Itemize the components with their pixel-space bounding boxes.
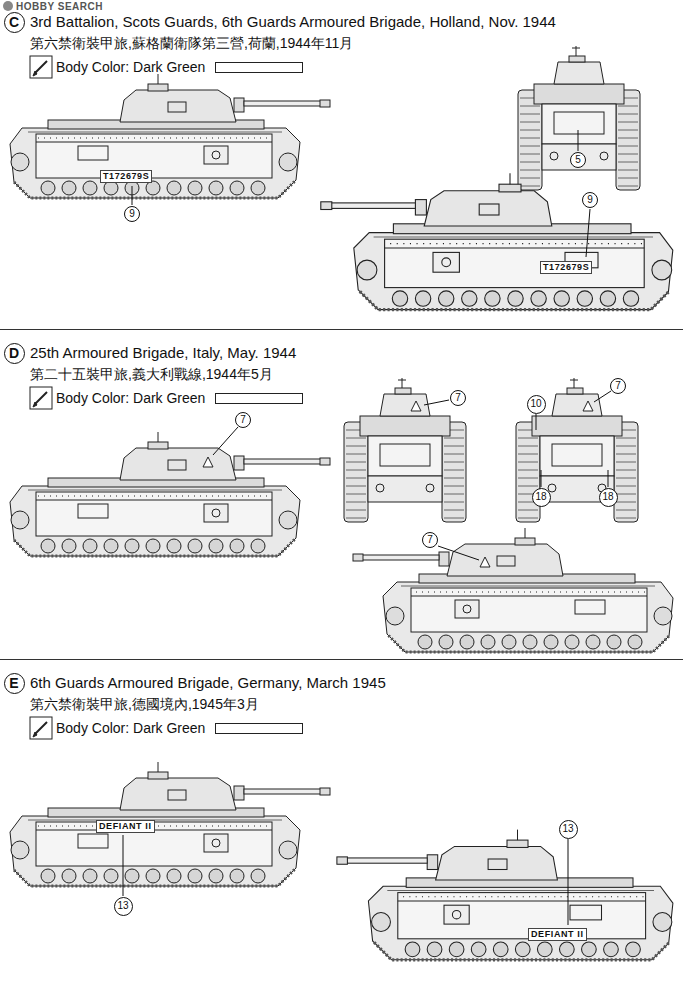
scheme-letter-text: E xyxy=(9,676,18,690)
leader-line xyxy=(536,414,537,430)
scheme-heading-chinese: 第六禁衛裝甲旅,蘇格蘭衛隊第三營,荷蘭,1944年11月 xyxy=(30,34,353,52)
legend-row: Body Color: Dark Green xyxy=(56,56,303,78)
leader-line xyxy=(578,130,579,151)
tank-rear-view xyxy=(344,378,466,522)
callout-number: 18 xyxy=(599,488,618,507)
tank-side-view xyxy=(10,432,330,556)
callout-text: 10 xyxy=(530,399,541,409)
callout-number: 5 xyxy=(570,152,586,168)
leader-lines xyxy=(123,130,611,925)
leader-line xyxy=(123,835,124,896)
callout-text: 5 xyxy=(575,155,581,165)
callout-text: 7 xyxy=(240,415,246,425)
callout-text: 9 xyxy=(587,195,593,205)
paint-icon xyxy=(30,717,52,739)
callout-number: 9 xyxy=(124,206,140,222)
legend-text: Body Color: Dark Green xyxy=(56,59,205,75)
callout-number: 10 xyxy=(527,395,546,414)
tank-marking: DEFIANT II xyxy=(96,820,155,833)
leader-line xyxy=(594,391,611,402)
paint-icon xyxy=(35,722,47,734)
callout-number: 7 xyxy=(235,412,251,428)
tank-side-view xyxy=(353,528,673,652)
color-swatch xyxy=(215,723,303,734)
triangle-marking xyxy=(411,401,421,411)
watermark-logo xyxy=(3,1,13,11)
leader-line xyxy=(608,470,609,487)
callout-number: 13 xyxy=(114,897,133,916)
callout-text: 13 xyxy=(562,824,573,834)
callout-text: 13 xyxy=(117,901,128,911)
color-swatch xyxy=(215,393,303,404)
leader-line xyxy=(541,470,542,487)
tank-marking: DEFIANT II xyxy=(528,928,587,941)
scheme-letter-text: C xyxy=(9,15,19,29)
paint-icon xyxy=(30,387,52,409)
callout-text: 9 xyxy=(129,209,135,219)
scheme-heading: 25th Armoured Brigade, Italy, May. 1944 xyxy=(30,344,296,362)
watermark: HOBBY SEARCH xyxy=(16,1,103,12)
callout-text: 18 xyxy=(602,492,613,502)
triangle-marking xyxy=(203,457,213,467)
tank-marking: T172679S xyxy=(540,261,592,274)
scheme-panel: 3rd Battalion, Scots Guards, 6th Guards … xyxy=(0,0,683,330)
callout-number: 7 xyxy=(422,532,438,548)
leader-line xyxy=(568,839,569,925)
scheme-panel: 25th Armoured Brigade, Italy, May. 1944 第… xyxy=(0,331,683,660)
paint-icon xyxy=(33,732,37,737)
scheme-heading: 6th Guards Armoured Brigade, Germany, Ma… xyxy=(30,674,386,692)
legend-text: Body Color: Dark Green xyxy=(56,720,205,736)
legend-row: Body Color: Dark Green xyxy=(56,387,303,409)
legend-text: Body Color: Dark Green xyxy=(56,390,205,406)
leader-line xyxy=(424,400,449,405)
paint-icon xyxy=(33,402,37,407)
callout-number: 7 xyxy=(450,390,466,406)
callout-text: 7 xyxy=(455,393,461,403)
tank-rear-view xyxy=(516,378,638,522)
leader-line xyxy=(132,186,133,205)
scheme-letter-text: D xyxy=(9,346,19,360)
scheme-letter: E xyxy=(4,673,25,694)
callout-text: 7 xyxy=(615,381,621,391)
callout-text: 7 xyxy=(427,535,433,545)
legend-row: Body Color: Dark Green xyxy=(56,717,303,739)
scheme-letter: D xyxy=(4,343,25,364)
callout-number: 7 xyxy=(610,378,626,394)
paint-icon xyxy=(33,71,37,76)
leader-line xyxy=(438,546,479,560)
color-swatch xyxy=(215,62,303,73)
triangle-marking xyxy=(583,401,593,411)
scheme-letter: C xyxy=(4,12,25,33)
scheme-heading: 3rd Battalion, Scots Guards, 6th Guards … xyxy=(30,13,556,31)
paint-icon xyxy=(35,61,47,73)
triangle-markings xyxy=(203,401,593,567)
paint-icon xyxy=(35,392,47,404)
callout-text: 18 xyxy=(535,492,546,502)
tank-marking: T172679S xyxy=(100,170,152,183)
leader-line xyxy=(213,427,238,455)
tank-side-view xyxy=(10,74,330,198)
scheme-heading-chinese: 第二十五裝甲旅,義大利戰線,1944年5月 xyxy=(30,365,273,383)
scheme-heading-chinese: 第六禁衛裝甲旅,德國境內,1945年3月 xyxy=(30,695,259,713)
callout-number: 13 xyxy=(559,820,578,839)
tank-side-view xyxy=(337,830,673,960)
callout-number: 18 xyxy=(532,488,551,507)
tank-rear-view xyxy=(518,46,640,190)
tank-side-view xyxy=(321,173,673,309)
tank-side-view xyxy=(10,762,330,886)
leader-line xyxy=(586,209,590,257)
paint-icon xyxy=(30,56,52,78)
triangle-marking xyxy=(480,557,490,567)
callout-number: 9 xyxy=(582,192,598,208)
